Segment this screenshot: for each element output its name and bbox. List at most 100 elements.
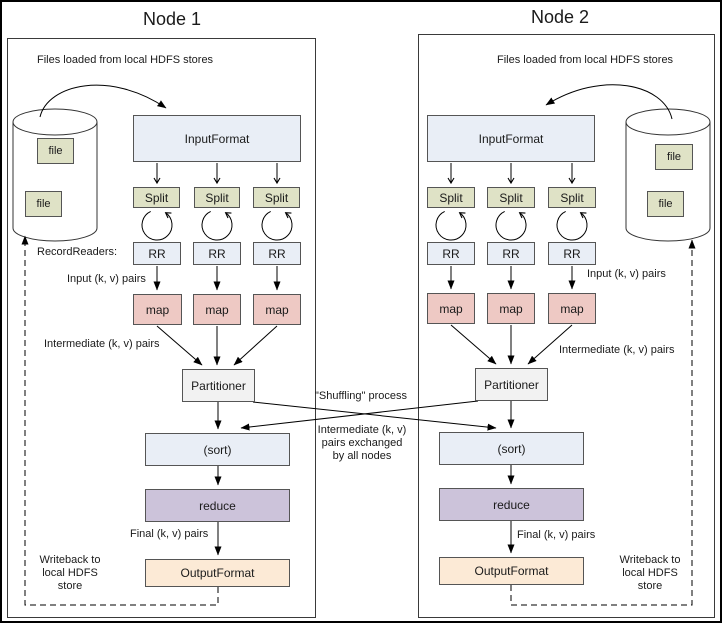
node1-intermediate-pairs-label: Intermediate (k, v) pairs	[44, 338, 160, 350]
node1-split3-label: Split	[264, 190, 289, 205]
node1-rr2-box: RR	[193, 242, 241, 265]
node2-map1-label: map	[439, 301, 463, 316]
node2-file1-box: file	[655, 144, 693, 170]
exchange-line2: pairs exchanged	[321, 437, 403, 450]
node1-title: Node 1	[142, 9, 202, 29]
node1-split2-loop-icon	[201, 210, 233, 241]
node1-map1-box: map	[133, 294, 182, 325]
node2-final-pairs-label: Final (k, v) pairs	[517, 529, 596, 541]
node2-container	[418, 34, 715, 618]
node1-map2-box: map	[193, 294, 241, 325]
node2-file2-label: file	[658, 198, 673, 210]
node2-load-files-arrow	[545, 84, 673, 120]
node1-input-pairs-label: Input (k, v) pairs	[67, 273, 146, 285]
exchange-line3: by all nodes	[332, 450, 392, 463]
node1-rr3-box: RR	[253, 242, 301, 265]
node1-recordreaders-label: RecordReaders:	[37, 246, 118, 258]
node2-split1-loop-icon	[435, 210, 467, 241]
node2-rr3-box: RR	[548, 242, 596, 265]
node2-rr3-label: RR	[563, 246, 581, 261]
node2-writeback-label: Writeback to local HDFS store	[608, 554, 692, 594]
node2-inputformat-box: InputFormat	[427, 115, 595, 162]
node2-outputformat-box: OutputFormat	[439, 557, 584, 585]
exchange-line1: Intermediate (k, v)	[317, 424, 407, 436]
node2-sort-label: (sort)	[497, 441, 526, 456]
node1-split1-box: Split	[133, 187, 180, 208]
node2-writeback-line2: local HDFS	[622, 567, 678, 580]
node1-rr1-label: RR	[148, 246, 166, 261]
node2-inputformat-label: InputFormat	[478, 131, 544, 146]
node1-writeback-line1: Writeback to	[39, 554, 101, 566]
node1-partitioner-label: Partitioner	[191, 378, 246, 393]
node1-inputformat-box: InputFormat	[133, 115, 301, 162]
node1-inputformat-label: InputFormat	[184, 131, 250, 146]
node1-map3-to-partitioner-arrow	[233, 325, 278, 366]
node2-split3-label: Split	[560, 190, 584, 205]
node2-writeback-dashed-arrow	[510, 239, 696, 606]
node1-writeback-dashed-arrow	[21, 235, 219, 606]
node1-reduce-box: reduce	[145, 489, 290, 522]
node2-reduce-box: reduce	[439, 488, 584, 521]
intermediate-exchange-label: Intermediate (k, v) pairs exchanged by a…	[305, 424, 419, 464]
node1-file1-label: file	[48, 145, 63, 157]
node2-hdfs-cylinder-icon	[625, 108, 711, 242]
node2-files-loaded-label: Files loaded from local HDFS stores	[497, 54, 674, 66]
node1-rr3-label: RR	[268, 246, 286, 261]
node2-split1-label: Split	[439, 190, 463, 205]
node2-to-node1-shuffle-arrow	[240, 400, 479, 431]
node2-split2-label: Split	[499, 190, 523, 205]
node2-map3-box: map	[548, 293, 596, 324]
node1-split3-box: Split	[253, 187, 300, 208]
node2-map3-label: map	[560, 301, 584, 316]
node1-map2-label: map	[205, 302, 229, 317]
node2-split2-box: Split	[487, 187, 535, 208]
node1-reduce-label: reduce	[199, 498, 236, 513]
node2-split3-box: Split	[548, 187, 596, 208]
node1-final-pairs-label: Final (k, v) pairs	[130, 528, 209, 540]
node2-file1-label: file	[666, 151, 682, 163]
node2-sort-box: (sort)	[439, 432, 584, 465]
node2-map3-to-partitioner-arrow	[527, 324, 573, 365]
node2-map2-box: map	[487, 293, 535, 324]
node1-split1-loop-icon	[141, 210, 173, 241]
node2-rr1-box: RR	[427, 242, 475, 265]
node2-rr2-label: RR	[502, 246, 520, 261]
node2-map1-to-partitioner-arrow	[450, 324, 497, 365]
node2-partitioner-box: Partitioner	[475, 368, 548, 401]
node1-sort-label: (sort)	[203, 442, 232, 457]
node1-load-files-arrow	[39, 84, 167, 118]
node1-hdfs-cylinder-icon	[12, 108, 98, 242]
node1-rr2-label: RR	[208, 246, 226, 261]
node1-map3-label: map	[265, 302, 289, 317]
node2-rr1-label: RR	[442, 246, 460, 261]
shuffling-process-label: "Shuffling" process	[315, 390, 407, 402]
node2-partitioner-label: Partitioner	[484, 377, 539, 392]
node1-split2-label: Split	[205, 190, 229, 205]
node2-split2-loop-icon	[495, 210, 527, 241]
node2-file2-box: file	[647, 191, 684, 217]
node1-map1-label: map	[145, 302, 170, 317]
node2-map1-box: map	[427, 293, 475, 324]
node1-split1-label: Split	[144, 190, 169, 205]
node1-split2-box: Split	[194, 187, 240, 208]
node2-split1-box: Split	[427, 187, 475, 208]
node1-writeback-line2: local HDFS	[42, 567, 98, 580]
node1-split3-loop-icon	[261, 210, 293, 241]
node1-file2-label: file	[36, 198, 51, 210]
node1-to-node2-shuffle-arrow	[252, 401, 497, 431]
node1-map3-box: map	[253, 294, 301, 325]
node2-intermediate-pairs-label: Intermediate (k, v) pairs	[559, 344, 675, 356]
node1-writeback-line3: store	[57, 580, 83, 593]
node1-file2-box: file	[25, 191, 62, 217]
node2-reduce-label: reduce	[493, 497, 530, 512]
node2-outputformat-label: OutputFormat	[474, 564, 549, 578]
node2-writeback-line1: Writeback to	[619, 554, 681, 566]
node1-partitioner-box: Partitioner	[182, 369, 255, 402]
node2-title: Node 2	[530, 7, 590, 27]
node1-writeback-label: Writeback to local HDFS store	[28, 554, 112, 594]
node2-rr2-box: RR	[487, 242, 535, 265]
node1-container	[7, 38, 316, 618]
node2-input-pairs-label: Input (k, v) pairs	[587, 268, 666, 280]
node1-file1-box: file	[37, 138, 74, 164]
